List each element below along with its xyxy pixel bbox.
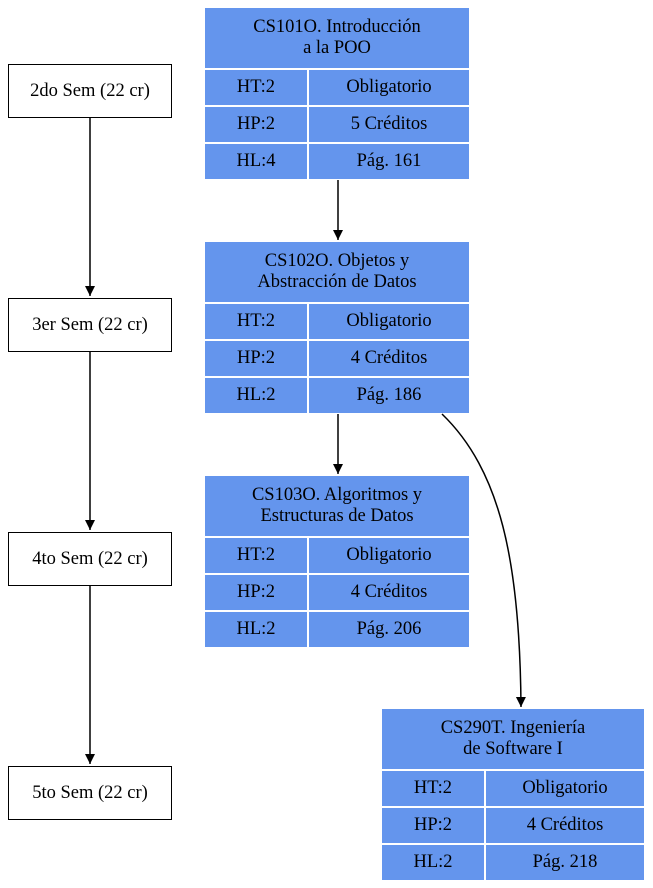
semester-node-5to: 5to Sem (22 cr) [8,766,172,820]
course-page: Pág. 186 [356,385,422,405]
course-row-ht: HT:2 Obligatorio [205,538,469,575]
course-row-ht: HT:2 Obligatorio [205,70,469,107]
course-ht: HT:2 [205,538,309,573]
course-node-cs101o: CS101O. Introducción a la POO HT:2 Oblig… [205,8,469,179]
course-title: CS101O. Introducción a la POO [205,8,469,70]
course-title-line: CS101O. Introducción [253,17,421,37]
course-hl: HL:4 [205,144,309,179]
semester-node-2do: 2do Sem (22 cr) [8,64,172,118]
course-type: Obligatorio [522,778,608,798]
course-node-cs290t: CS290T. Ingeniería de Software I HT:2 Ob… [382,709,644,880]
course-row-ht: HT:2 Obligatorio [205,304,469,341]
course-title-line: Abstracción de Datos [257,272,417,292]
course-title-line: a la POO [303,38,371,58]
course-title-line: CS103O. Algoritmos y [251,485,423,505]
course-hl: HL:2 [205,378,309,413]
course-row-hp: HP:2 4 Créditos [382,808,644,845]
course-ht: HT:2 [205,304,309,339]
course-title: CS290T. Ingeniería de Software I [382,709,644,771]
course-row-hl: HL:2 Pág. 186 [205,378,469,413]
course-page: Pág. 218 [532,852,598,872]
course-type: Obligatorio [346,77,432,97]
course-hp: HP:2 [205,341,309,376]
semester-node-4to: 4to Sem (22 cr) [8,532,172,586]
course-row-ht: HT:2 Obligatorio [382,771,644,808]
course-page: Pág. 161 [356,151,422,171]
course-row-hl: HL:2 Pág. 218 [382,845,644,880]
course-page: Pág. 206 [356,619,422,639]
course-row-hp: HP:2 4 Créditos [205,575,469,612]
course-title-line: CS102O. Objetos y [264,251,410,271]
course-hp: HP:2 [205,107,309,142]
course-title-line: Estructuras de Datos [260,506,414,526]
course-hp: HP:2 [205,575,309,610]
course-credits: 5 Créditos [350,114,428,134]
course-credits: 4 Créditos [526,815,604,835]
course-row-hl: HL:2 Pág. 206 [205,612,469,647]
course-node-cs103o: CS103O. Algoritmos y Estructuras de Dato… [205,476,469,647]
course-title: CS103O. Algoritmos y Estructuras de Dato… [205,476,469,538]
edge-cs102-cs290 [441,413,526,708]
course-type: Obligatorio [346,545,432,565]
course-title-line: de Software I [463,739,563,759]
course-credits: 4 Créditos [350,348,428,368]
course-type: Obligatorio [346,311,432,331]
course-ht: HT:2 [382,771,486,806]
semester-node-3er: 3er Sem (22 cr) [8,298,172,352]
course-credits: 4 Créditos [350,582,428,602]
course-title: CS102O. Objetos y Abstracción de Datos [205,242,469,304]
course-title-line: CS290T. Ingeniería [440,718,586,738]
course-node-cs102o: CS102O. Objetos y Abstracción de Datos H… [205,242,469,413]
course-row-hp: HP:2 4 Créditos [205,341,469,378]
course-hl: HL:2 [382,845,486,880]
course-hl: HL:2 [205,612,309,647]
course-hp: HP:2 [382,808,486,843]
course-row-hl: HL:4 Pág. 161 [205,144,469,179]
course-ht: HT:2 [205,70,309,105]
course-row-hp: HP:2 5 Créditos [205,107,469,144]
